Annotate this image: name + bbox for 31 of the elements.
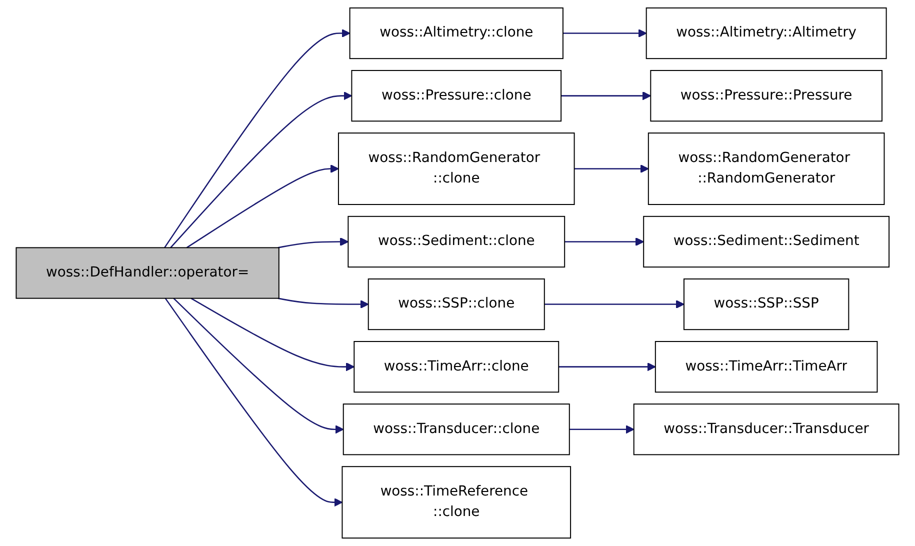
arrow [186,164,339,248]
node-box: woss::Pressure::clone [351,70,562,122]
arrow [574,164,649,174]
arrow [164,298,343,507]
node-box: woss::DefHandler::operator= [16,247,280,299]
node-box: woss::Sediment::clone [348,216,566,268]
node-box: woss::RandomGenerator ::clone [338,132,575,205]
arrow [278,237,349,248]
node-box: woss::Transducer::clone [342,404,570,456]
arrow [164,28,350,248]
node-box: woss::SSP::clone [368,278,545,330]
node-box: woss::SSP::SSP [683,278,850,330]
node-box: woss::Altimetry::Altimetry [646,7,887,60]
node-box: woss::Pressure::Pressure [650,70,882,122]
node-box: woss::TimeReference ::clone [342,466,572,539]
arrow [190,298,355,372]
arrow [564,237,644,246]
node-box: woss::RandomGenerator ::RandomGenerator [648,132,885,205]
arrow [170,91,352,248]
node-box: woss::Transducer::Transducer [633,404,900,456]
arrow [562,28,647,38]
arrow [544,300,684,309]
arrow [558,362,656,372]
arrow [173,298,344,434]
node-box: woss::TimeArr::clone [354,341,560,393]
node-box: woss::TimeArr::TimeArr [654,341,878,393]
arrow [561,91,652,100]
arrow [569,424,634,434]
arrow [278,298,369,309]
node-box: woss::Sediment::Sediment [643,216,890,268]
node-box: woss::Altimetry::clone [349,7,564,60]
